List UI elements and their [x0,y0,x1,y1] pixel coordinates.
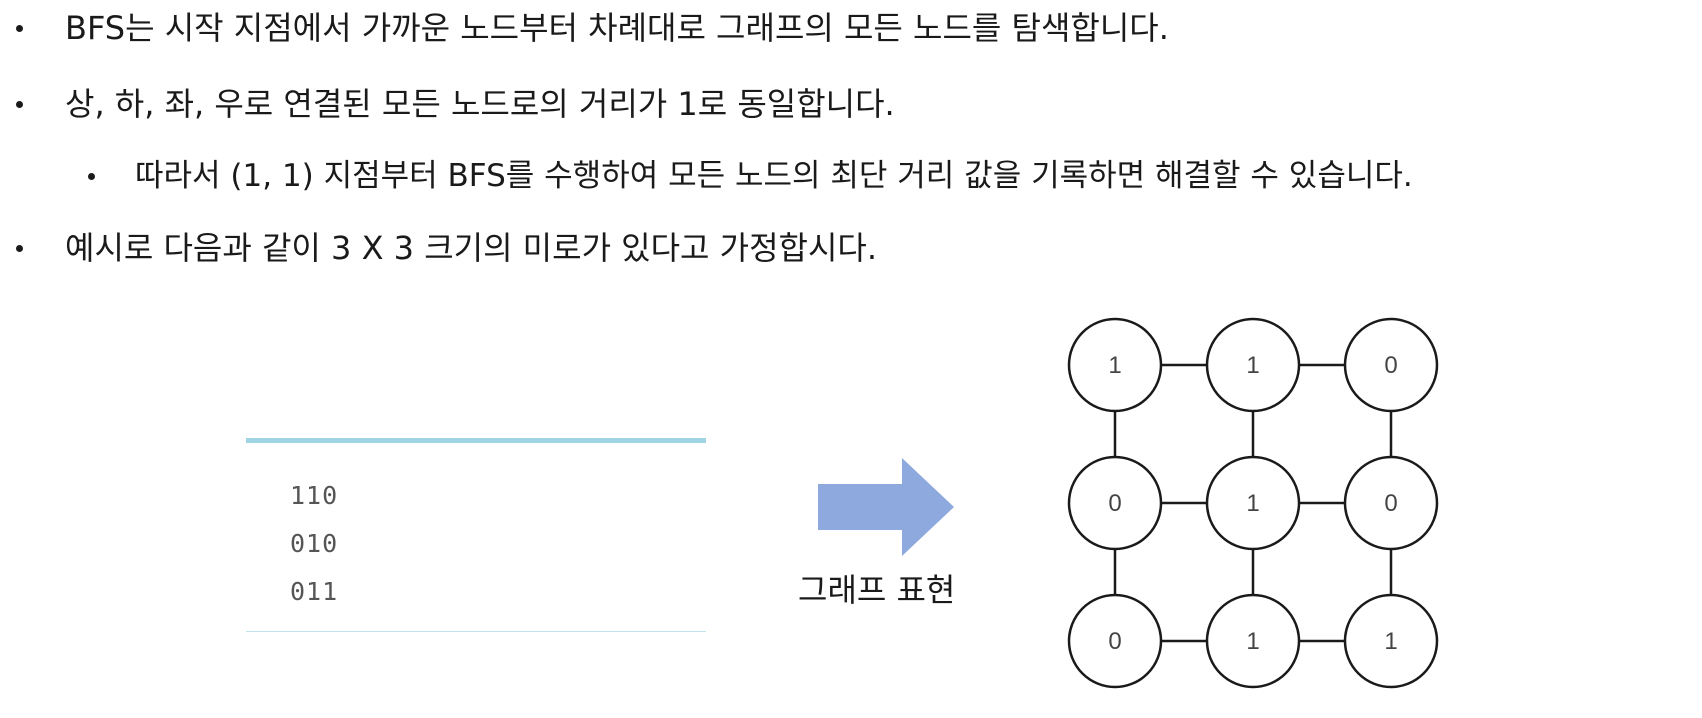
graph-node-circle [1343,317,1439,413]
graph-node-value: 1 [1246,628,1259,655]
graph-node-circle [1067,455,1163,551]
graph-node-value: 0 [1108,490,1121,517]
maze-input-box: 110 010 011 [246,438,706,632]
maze-box-top-rule [246,438,706,443]
graph-nodes: 1 1 0 0 1 0 0 1 1 [1067,317,1439,689]
bullet-dot [16,24,23,32]
graph-node-circle [1205,317,1301,413]
bullet-text: 예시로 다음과 같이 3 X 3 크기의 미로가 있다고 가정합시다. [65,229,878,267]
graph-node-circle [1205,455,1301,551]
graph-node: 1 [1067,317,1163,413]
graph-node-circle [1067,593,1163,689]
graph-edges [1113,363,1393,643]
graph-node: 0 [1343,455,1439,551]
bullet-dot [88,172,95,180]
grid-graph: 1 1 0 0 1 0 0 1 1 [1067,317,1439,689]
graph-node-value: 1 [1246,490,1259,517]
graph-node: 0 [1067,455,1163,551]
bullet-item-distance: 상, 하, 좌, 우로 연결된 모든 노드로의 거리가 1로 동일합니다. [16,80,895,128]
bullet-text: 상, 하, 좌, 우로 연결된 모든 노드로의 거리가 1로 동일합니다. [65,85,895,123]
graph-node-value: 1 [1108,352,1121,379]
maze-line-2: 010 [290,529,339,558]
graph-node-circle [1205,593,1301,689]
graph-node: 1 [1343,593,1439,689]
maze-lines: 110 010 011 [290,472,338,616]
maze-line-3: 011 [290,577,339,606]
right-arrow-icon [818,458,954,556]
graph-node: 1 [1205,593,1301,689]
arrow-label: 그래프 표현 [798,571,956,609]
maze-box-bottom-rule [246,631,706,632]
bullet-subitem-solution: 따라서 (1, 1) 지점부터 BFS를 수행하여 모든 노드의 최단 거리 값… [88,152,1413,200]
graph-node-value: 0 [1384,352,1397,379]
bullet-dot [16,244,23,252]
bullet-item-example: 예시로 다음과 같이 3 X 3 크기의 미로가 있다고 가정합시다. [16,224,877,272]
graph-node: 1 [1205,317,1301,413]
graph-node-value: 1 [1246,352,1259,379]
graph-node: 0 [1067,593,1163,689]
bullet-item-bfs-description: BFS는 시작 지점에서 가까운 노드부터 차례대로 그래프의 모든 노드를 탐… [16,4,1169,52]
graph-node-value: 1 [1384,628,1397,655]
bullet-text: BFS는 시작 지점에서 가까운 노드부터 차례대로 그래프의 모든 노드를 탐… [65,9,1169,47]
graph-node-value: 0 [1108,628,1121,655]
graph-node-circle [1343,593,1439,689]
graph-node: 0 [1343,317,1439,413]
bullet-text: 따라서 (1, 1) 지점부터 BFS를 수행하여 모든 노드의 최단 거리 값… [135,158,1413,194]
graph-node-circle [1343,455,1439,551]
maze-line-1: 110 [290,481,339,510]
graph-node-value: 0 [1384,490,1397,517]
graph-node: 1 [1205,455,1301,551]
graph-node-circle [1067,317,1163,413]
bullet-dot [16,100,23,108]
